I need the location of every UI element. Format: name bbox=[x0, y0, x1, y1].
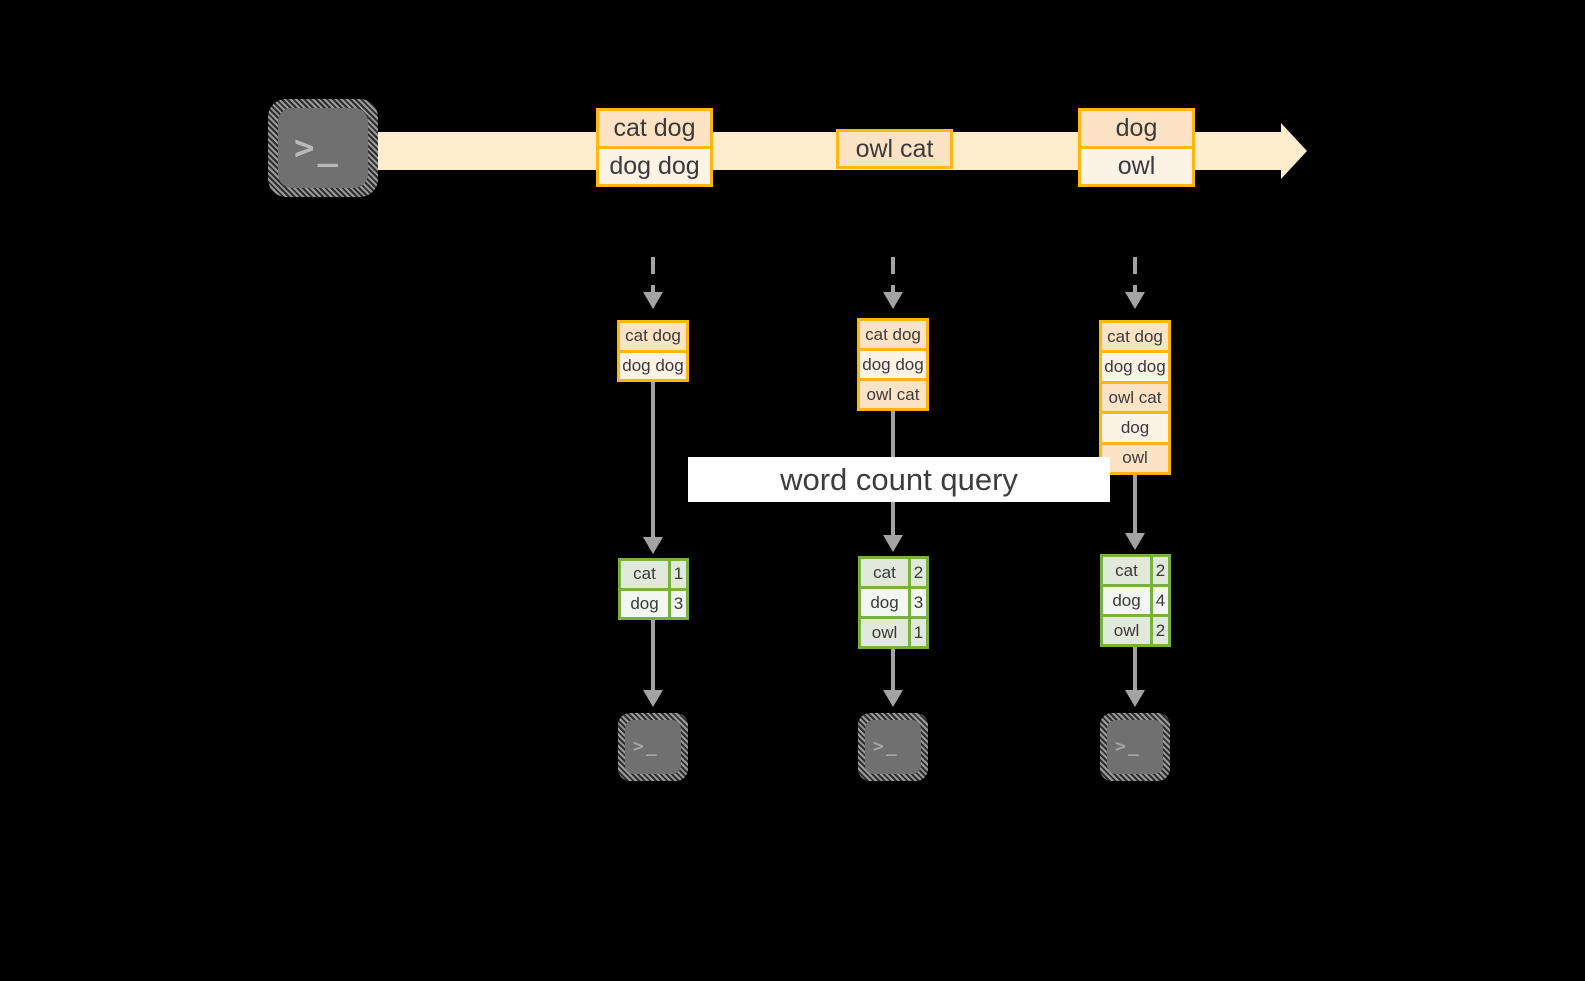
feed-connector-3-dash bbox=[1133, 257, 1137, 295]
feed-connector-2-head bbox=[883, 292, 903, 309]
input-row: dog dog bbox=[620, 349, 686, 379]
query-connector-1-head bbox=[643, 537, 663, 554]
sink-connector-3 bbox=[1133, 647, 1137, 693]
word-count-query-label: word count query bbox=[688, 457, 1110, 502]
feed-connector-2-dash bbox=[891, 257, 895, 295]
input-row: cat dog bbox=[860, 321, 926, 348]
result-value: 3 bbox=[668, 590, 686, 617]
result-value: 1 bbox=[908, 619, 926, 646]
input-row: dog dog bbox=[860, 348, 926, 378]
sink-connector-3-head bbox=[1125, 690, 1145, 707]
terminal-prompt-glyph: >_ bbox=[294, 128, 341, 168]
input-row: cat dog bbox=[1102, 323, 1168, 351]
input-row: owl cat bbox=[860, 378, 926, 408]
result-row: dog 4 bbox=[1103, 584, 1168, 614]
query-connector-1 bbox=[651, 382, 655, 540]
result-key: cat bbox=[1103, 557, 1150, 584]
result-row: cat 2 bbox=[1103, 557, 1168, 584]
result-key: cat bbox=[621, 561, 668, 588]
stream-batch-3: dog owl bbox=[1078, 108, 1195, 187]
sink-terminal-icon-3: >_ bbox=[1100, 713, 1170, 781]
stream-batch-1-row: dog dog bbox=[599, 146, 710, 184]
sink-connector-2-head bbox=[883, 690, 903, 707]
source-terminal-icon: >_ bbox=[268, 99, 378, 197]
result-row: dog 3 bbox=[861, 586, 926, 616]
sink-terminal-screen-3: >_ bbox=[1107, 720, 1163, 774]
query-connector-3-head bbox=[1125, 533, 1145, 550]
result-row: cat 2 bbox=[861, 559, 926, 586]
result-key: owl bbox=[1103, 617, 1150, 644]
stream-batch-3-row: owl bbox=[1081, 146, 1192, 184]
sink-connector-2 bbox=[891, 649, 895, 693]
sink-connector-1-head bbox=[643, 690, 663, 707]
sink-terminal-icon-2: >_ bbox=[858, 713, 928, 781]
result-value: 2 bbox=[908, 559, 926, 586]
input-row: owl cat bbox=[1102, 380, 1168, 412]
stream-batch-1-row: cat dog bbox=[599, 111, 710, 146]
feed-connector-1-dash bbox=[651, 257, 655, 295]
sink-terminal-screen-1: >_ bbox=[625, 720, 681, 774]
result-row: dog 3 bbox=[621, 587, 686, 617]
result-value: 3 bbox=[908, 589, 926, 616]
sink-terminal-screen-2: >_ bbox=[865, 720, 921, 774]
stream-batch-3-row: dog bbox=[1081, 111, 1192, 146]
result-key: dog bbox=[861, 589, 908, 616]
word-count-result-2: cat 2 dog 3 owl 1 bbox=[858, 556, 929, 649]
query-label-text: word count query bbox=[780, 461, 1018, 497]
result-key: dog bbox=[1103, 587, 1150, 614]
input-row: dog bbox=[1102, 411, 1168, 442]
stream-batch-1: cat dog dog dog bbox=[596, 108, 713, 187]
result-key: owl bbox=[861, 619, 908, 646]
stream-arrow-head bbox=[1281, 123, 1307, 179]
stream-batch-2: owl cat bbox=[836, 129, 953, 169]
result-value: 4 bbox=[1150, 587, 1168, 614]
source-terminal-screen: >_ bbox=[278, 108, 368, 188]
query-connector-2-head bbox=[883, 535, 903, 552]
input-row: owl bbox=[1102, 441, 1168, 473]
result-row: owl 1 bbox=[861, 616, 926, 646]
result-row: cat 1 bbox=[621, 561, 686, 588]
result-key: dog bbox=[621, 590, 668, 617]
accumulated-input-table-1: cat dog dog dog bbox=[617, 320, 689, 382]
sink-terminal-icon-1: >_ bbox=[618, 713, 688, 781]
query-connector-3 bbox=[1133, 475, 1137, 536]
result-value: 2 bbox=[1150, 557, 1168, 584]
terminal-prompt-glyph: >_ bbox=[633, 736, 659, 757]
result-row: owl 2 bbox=[1103, 614, 1168, 644]
accumulated-input-table-2: cat dog dog dog owl cat bbox=[857, 318, 929, 411]
terminal-prompt-glyph: >_ bbox=[873, 736, 899, 757]
feed-connector-3-head bbox=[1125, 292, 1145, 309]
result-value: 1 bbox=[668, 561, 686, 588]
stream-batch-2-row: owl cat bbox=[839, 132, 950, 166]
word-count-result-3: cat 2 dog 4 owl 2 bbox=[1100, 554, 1171, 647]
sink-connector-1 bbox=[651, 620, 655, 693]
feed-connector-1-head bbox=[643, 292, 663, 309]
accumulated-input-table-3: cat dog dog dog owl cat dog owl bbox=[1099, 320, 1171, 475]
result-key: cat bbox=[861, 559, 908, 586]
input-row: cat dog bbox=[620, 323, 686, 350]
result-value: 2 bbox=[1150, 617, 1168, 644]
terminal-prompt-glyph: >_ bbox=[1115, 736, 1141, 757]
input-row: dog dog bbox=[1102, 350, 1168, 381]
word-count-result-1: cat 1 dog 3 bbox=[618, 558, 689, 620]
